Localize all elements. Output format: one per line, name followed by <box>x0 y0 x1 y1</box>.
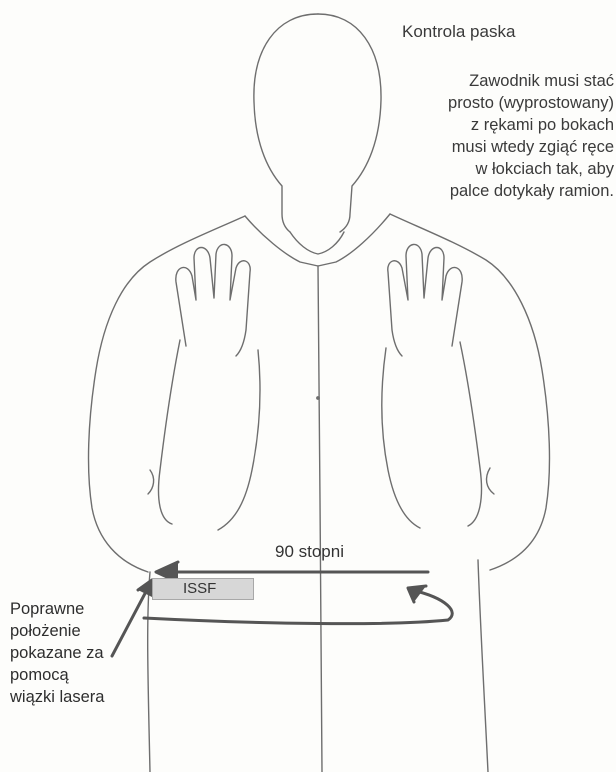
instruction-line: palce dotykały ramion. <box>398 180 614 202</box>
left-side <box>148 572 150 772</box>
instruction-line: Zawodnik musi stać <box>398 70 614 92</box>
instruction-text: Zawodnik musi stać prosto (wyprostowany)… <box>398 70 614 202</box>
instruction-line: z rękami po bokach <box>398 114 614 136</box>
heading: Kontrola paska <box>402 22 515 42</box>
angle-label: 90 stopni <box>275 542 344 562</box>
laser-note-line: wiązki lasera <box>10 686 104 708</box>
left-shoulder <box>89 216 245 572</box>
belt-tag: ISSF <box>152 578 254 600</box>
laser-note-line: Poprawne <box>10 598 104 620</box>
instruction-line: prosto (wyprostowany) <box>398 92 614 114</box>
right-hand <box>388 244 462 356</box>
instruction-line: w łokciach tak, aby <box>398 158 614 180</box>
front-seam <box>318 266 322 772</box>
left-forearm <box>159 340 181 524</box>
head-outline <box>254 14 318 232</box>
laser-note-arrow <box>112 584 150 656</box>
head-outline-right <box>318 14 381 232</box>
collar <box>245 214 390 266</box>
laser-note-line: pomocą <box>10 664 104 686</box>
right-forearm <box>382 348 420 528</box>
arrows <box>112 562 452 656</box>
laser-note-line: położenie <box>10 620 104 642</box>
laser-note: Poprawne położenie pokazane za pomocą wi… <box>10 598 104 708</box>
instruction-line: musi wtedy zgiąć ręce <box>398 136 614 158</box>
laser-note-line: pokazane za <box>10 642 104 664</box>
right-side <box>478 560 488 772</box>
left-hand <box>176 244 250 356</box>
